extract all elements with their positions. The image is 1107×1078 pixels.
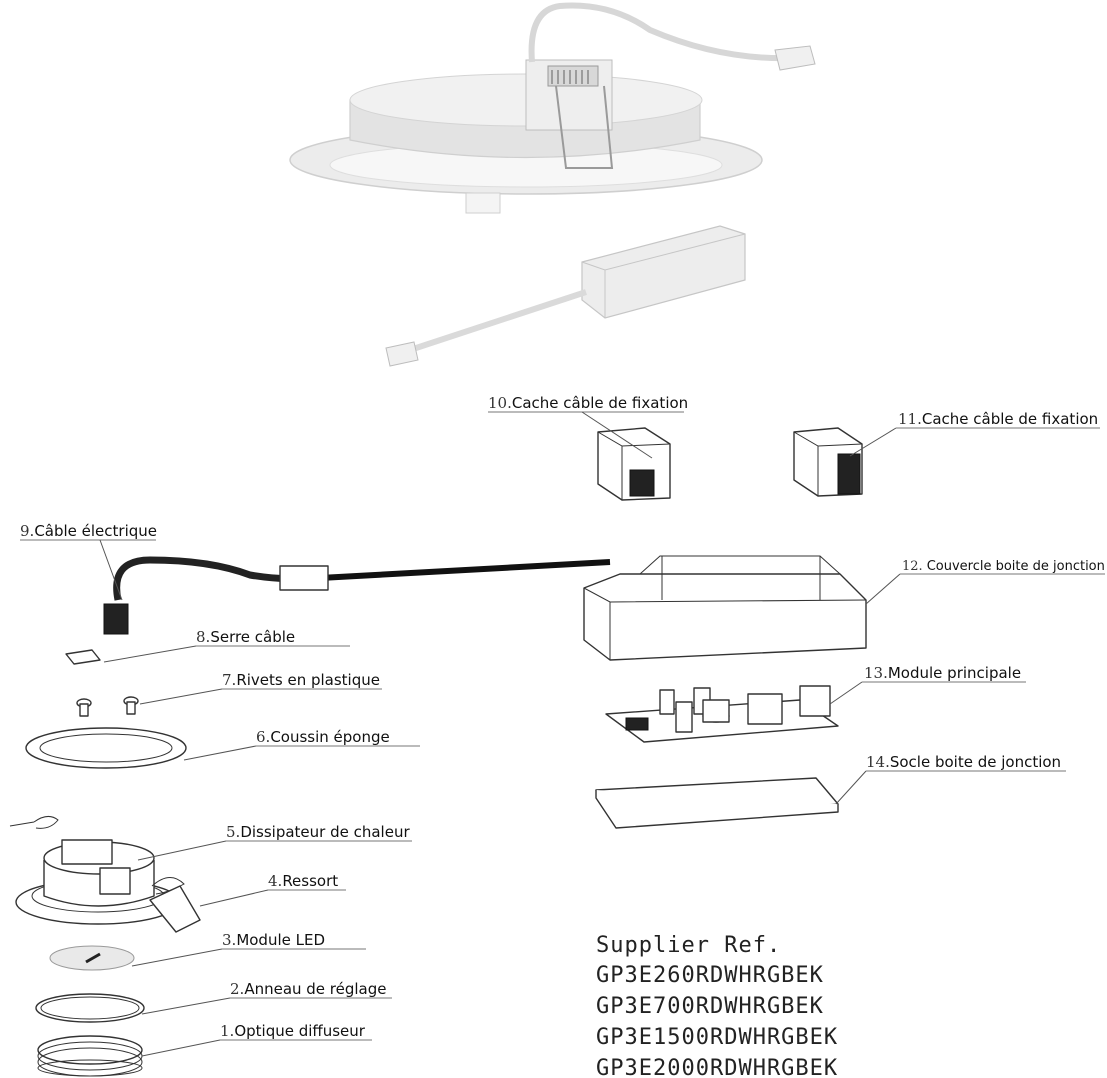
main-module-illustration — [605, 685, 839, 743]
assembled-downlight-illustration — [289, 2, 816, 214]
label-9: 9.Câble électrique — [20, 522, 157, 540]
label-12: 12.Couvercle boite de jonction — [902, 559, 1105, 574]
supplier-ref-2: GP3E700RDWHRGBEK — [596, 994, 824, 1019]
label-14: 14.Socle boite de jonction — [866, 753, 1061, 771]
label-4: 4.Ressort — [268, 872, 338, 890]
supplier-ref-4: GP3E2000RDWHRGBEK — [596, 1056, 838, 1078]
supplier-ref-3: GP3E1500RDWHRGBEK — [596, 1025, 838, 1050]
label-6: 6.Coussin éponge — [256, 728, 390, 746]
spring-illustration — [149, 877, 201, 933]
label-8: 8.Serre câble — [196, 628, 295, 646]
diffuser-optic-illustration — [37, 1035, 143, 1077]
supplier-ref-1: GP3E260RDWHRGBEK — [596, 963, 824, 988]
label-2: 2.Anneau de réglage — [230, 980, 387, 998]
label-7: 7.Rivets en plastique — [222, 671, 380, 689]
supplier-ref-block: Supplier Ref. GP3E260RDWHRGBEK GP3E700RD… — [596, 933, 838, 1078]
led-module-illustration — [49, 945, 135, 971]
heat-sink-illustration — [9, 816, 181, 925]
sponge-gasket-illustration — [25, 727, 187, 769]
junction-box-base-illustration — [595, 777, 839, 829]
junction-box-cover-illustration — [583, 555, 867, 661]
cable-cover-10-illustration — [597, 427, 671, 501]
label-1: 1.Optique diffuseur — [220, 1022, 366, 1040]
adjustment-ring-illustration — [35, 993, 145, 1023]
label-11: 11.Cache câble de fixation — [898, 410, 1098, 428]
cable-clamp-illustration — [65, 649, 101, 665]
cable-cover-11-illustration — [793, 427, 863, 497]
electrical-cable-illustration — [103, 556, 611, 635]
label-5: 5.Dissipateur de chaleur — [226, 823, 410, 841]
supplier-ref-title: Supplier Ref. — [596, 933, 781, 958]
plastic-rivets-illustration — [76, 696, 139, 717]
label-10: 10.Cache câble de fixation — [488, 394, 688, 412]
label-13: 13.Module principale — [864, 664, 1021, 682]
label-3: 3.Module LED — [222, 931, 325, 949]
driver-box-illustration — [385, 225, 746, 367]
leader-lines — [20, 411, 1105, 1057]
